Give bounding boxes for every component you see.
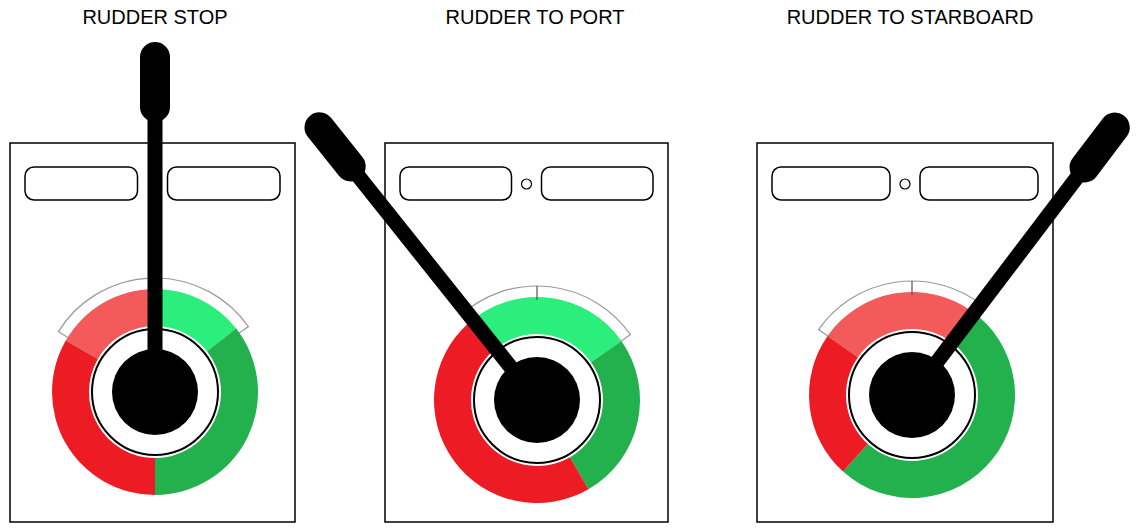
lever-knob: [494, 357, 580, 443]
neutral-tick: [911, 281, 912, 295]
panel-housing: [757, 143, 1053, 522]
indicator-window: [920, 167, 1038, 200]
indicator-window: [400, 167, 512, 200]
indicator-window: [168, 167, 281, 200]
lever-knob: [869, 352, 955, 438]
indicator-lamp: [900, 179, 910, 189]
indicator-window: [542, 167, 654, 200]
panel-housing: [385, 143, 668, 522]
lever-grip: [1085, 128, 1115, 168]
lever-grip: [319, 127, 350, 166]
panel-title: RUDDER TO PORT: [446, 6, 625, 29]
panel-title: RUDDER STOP: [82, 6, 227, 29]
sector-segment: [843, 311, 1015, 498]
neutral-tick: [536, 286, 537, 300]
lever-shaft: [148, 45, 163, 392]
lever-panel: [757, 118, 1122, 522]
lever-knob: [112, 349, 198, 435]
indicator-window: [772, 167, 890, 200]
lever-grip: [140, 57, 170, 107]
lever-panel: [312, 118, 668, 522]
indicator-lamp: [522, 179, 532, 189]
lever-panel: [10, 45, 295, 522]
lever-shaft: [312, 118, 537, 400]
lever-shaft: [912, 118, 1122, 395]
indicator-window: [25, 167, 138, 200]
panel-title: RUDDER TO STARBOARD: [787, 6, 1034, 29]
lever-collar: [849, 332, 975, 458]
